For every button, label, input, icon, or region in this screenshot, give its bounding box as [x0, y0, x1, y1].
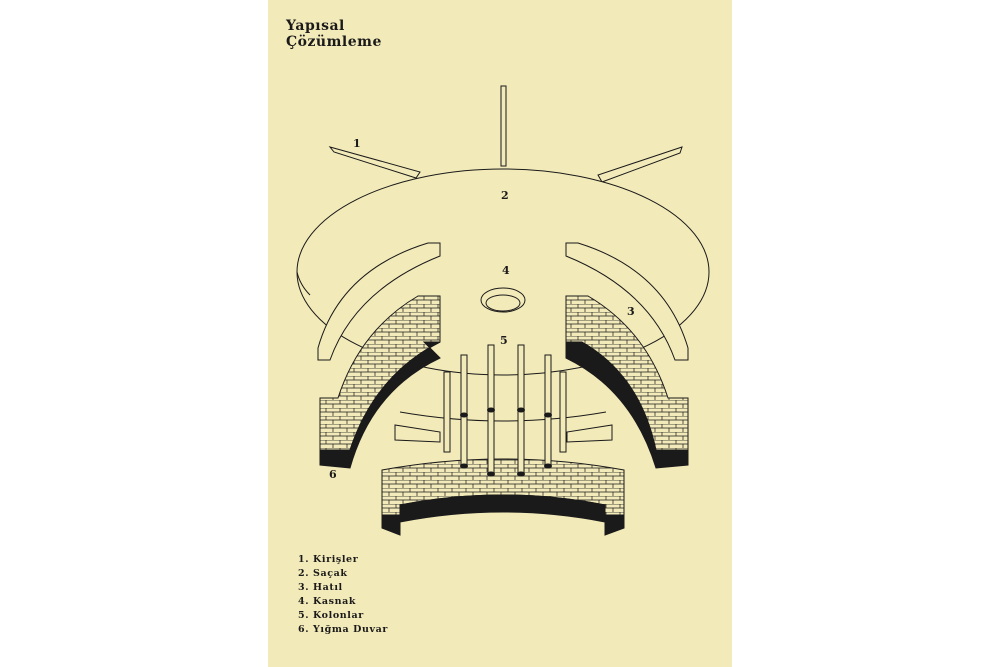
- legend-item: 4. Kasnak: [298, 596, 357, 607]
- title-line-1: Yapısal: [286, 18, 345, 34]
- marker-3: 3: [627, 305, 635, 318]
- diagram-sheet: Yapısal Çözümleme: [268, 0, 732, 667]
- diagram-title: Yapısal Çözümleme: [286, 18, 382, 50]
- legend: 1. Kirişler 2. Saçak 3. Hatıl 4. Kasnak …: [298, 553, 388, 637]
- marker-5: 5: [500, 334, 508, 347]
- beams: [328, 85, 683, 183]
- marker-2: 2: [501, 189, 509, 202]
- structural-exploded-diagram: 1 2 3 4 5 6: [296, 85, 710, 536]
- legend-item: 6. Yığma Duvar: [298, 624, 388, 635]
- marker-1: 1: [353, 137, 361, 150]
- legend-item: 5. Kolonlar: [298, 610, 364, 621]
- columns: [443, 344, 567, 477]
- marker-6: 6: [329, 468, 337, 481]
- title-line-2: Çözümleme: [286, 34, 382, 50]
- bond-beam: [317, 242, 689, 443]
- marker-4: 4: [502, 264, 510, 277]
- legend-item: 2. Saçak: [298, 568, 348, 579]
- legend-item: 1. Kirişler: [298, 554, 359, 565]
- legend-item: 3. Hatıl: [298, 582, 343, 593]
- masonry-walls: [319, 295, 689, 536]
